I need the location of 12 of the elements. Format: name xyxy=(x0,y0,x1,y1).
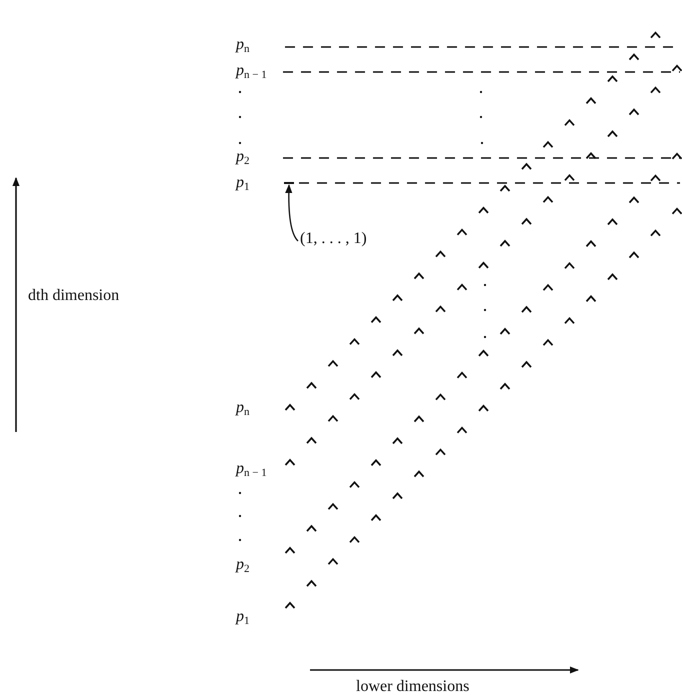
index-label: p$_{n − 1}$ xyxy=(236,62,267,80)
axis-label: lower dimensions xyxy=(356,678,470,696)
index-label: p$_{1}$ xyxy=(236,608,250,626)
index-label: p$_{n}$ xyxy=(236,399,250,417)
leader-line xyxy=(285,184,298,242)
index-label: p$_{1}$ xyxy=(236,174,250,192)
axis-label: dth dimension xyxy=(28,287,120,305)
index-label: p$_{2}$ xyxy=(236,148,250,166)
index-label: p$_{n}$ xyxy=(236,36,250,54)
index-label: p$_{2}$ xyxy=(236,556,250,574)
point-label: (1, . . . , 1) xyxy=(300,230,367,248)
index-label: p$_{n − 1}$ xyxy=(236,460,267,478)
